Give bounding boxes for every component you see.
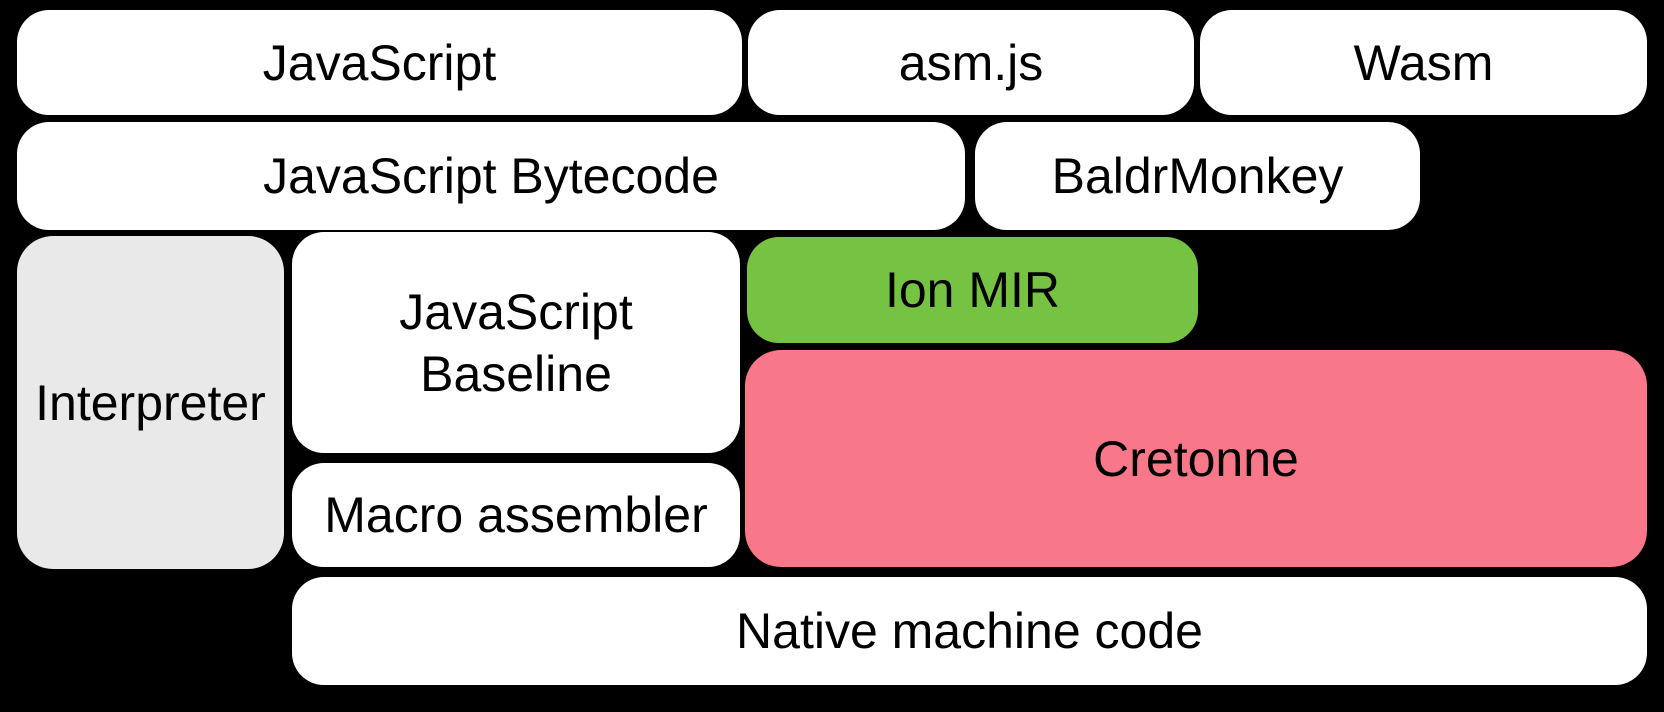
box-baldrmonkey: BaldrMonkey xyxy=(975,122,1420,230)
box-asm-js-label: asm.js xyxy=(898,34,1044,91)
box-asm-js: asm.js xyxy=(748,10,1194,115)
box-macro-assembler-label: Macro assembler xyxy=(324,487,708,543)
box-javascript-label: JavaScript xyxy=(262,34,497,91)
box-ion-mir-label: Ion MIR xyxy=(884,262,1061,318)
box-javascript-bytecode-label: JavaScript Bytecode xyxy=(263,148,719,204)
box-javascript-baseline: JavaScript Baseline xyxy=(292,232,740,453)
box-javascript-bytecode: JavaScript Bytecode xyxy=(17,122,965,230)
box-cretonne: Cretonne xyxy=(745,350,1647,567)
box-interpreter: Interpreter xyxy=(17,236,284,569)
box-wasm-label: Wasm xyxy=(1353,34,1494,91)
box-wasm: Wasm xyxy=(1200,10,1647,115)
box-javascript: JavaScript xyxy=(17,10,742,115)
box-macro-assembler: Macro assembler xyxy=(292,463,740,567)
box-ion-mir: Ion MIR xyxy=(747,237,1198,343)
box-native-machine-code: Native machine code xyxy=(292,577,1647,685)
box-javascript-baseline-label: JavaScript Baseline xyxy=(399,283,633,402)
box-native-machine-code-label: Native machine code xyxy=(736,603,1203,659)
box-baldrmonkey-label: BaldrMonkey xyxy=(1051,148,1344,204)
box-interpreter-label: Interpreter xyxy=(35,374,266,431)
box-cretonne-label: Cretonne xyxy=(1093,430,1299,487)
